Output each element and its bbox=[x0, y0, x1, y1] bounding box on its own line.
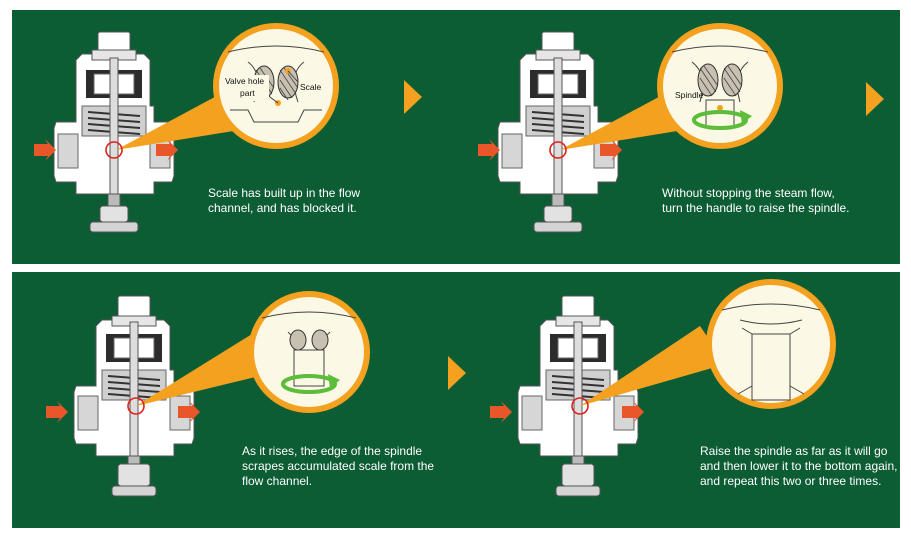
valve-illustration bbox=[517, 295, 639, 497]
magnifier-detail bbox=[248, 291, 370, 413]
zoom-target-circle bbox=[127, 397, 145, 415]
caption-line: Raise the spindle as far as it will go bbox=[700, 444, 888, 458]
label-scale: Scale bbox=[300, 82, 322, 92]
step-4-illustration bbox=[490, 279, 836, 497]
step-3-caption: As it rises, the edge of the spindle scr… bbox=[242, 444, 434, 489]
step-4: Raise the spindle as far as it will go a… bbox=[456, 272, 900, 528]
outlet-flow-arrow bbox=[622, 401, 644, 423]
rotation-arrow-icon bbox=[692, 110, 752, 130]
inlet-flow-arrow bbox=[46, 401, 68, 423]
magnifier-detail: Valve hole part Scale bbox=[213, 23, 339, 149]
step-1: Valve hole part Scale Scale has built up… bbox=[12, 10, 456, 264]
inlet-flow-arrow bbox=[490, 401, 512, 423]
outlet-flow-arrow bbox=[600, 139, 622, 161]
step-2: Spindle Without stopping the steam flow,… bbox=[456, 10, 900, 264]
caption-line: Scale has built up in the flow bbox=[208, 186, 361, 200]
step-3: As it rises, the edge of the spindle scr… bbox=[12, 272, 456, 528]
valve-illustration bbox=[53, 31, 175, 233]
step-2-caption: Without stopping the steam flow, turn th… bbox=[662, 186, 849, 216]
step-4-caption: Raise the spindle as far as it will go a… bbox=[700, 444, 897, 489]
caption-line: As it rises, the edge of the spindle bbox=[242, 444, 423, 458]
valve-illustration bbox=[497, 31, 619, 233]
zoom-pointer bbox=[580, 326, 726, 406]
caption-line: flow channel. bbox=[242, 474, 313, 488]
rotation-arrow-icon bbox=[281, 374, 340, 394]
zoom-pointer bbox=[136, 334, 276, 406]
zoom-target-circle bbox=[549, 141, 567, 159]
step-3-illustration bbox=[46, 291, 370, 497]
diagram-panel-top: Valve hole part Scale Scale has built up… bbox=[12, 10, 900, 264]
inlet-flow-arrow bbox=[478, 139, 500, 161]
step-arrow-icon bbox=[866, 82, 884, 116]
caption-line: turn the handle to raise the spindle. bbox=[662, 201, 850, 215]
magnifier-detail bbox=[706, 279, 836, 409]
magnifier-detail: Spindle bbox=[657, 23, 783, 149]
caption-line: Without stopping the steam flow, bbox=[662, 186, 835, 200]
step-arrow-icon bbox=[404, 80, 422, 114]
diagram-panel-bottom: As it rises, the edge of the spindle scr… bbox=[12, 272, 900, 528]
label-valve-hole: Valve hole bbox=[225, 76, 264, 86]
step-1-illustration: Valve hole part Scale bbox=[34, 23, 339, 233]
outlet-flow-arrow bbox=[156, 139, 178, 161]
inlet-flow-arrow bbox=[34, 139, 56, 161]
step-1-caption: Scale has built up in the flow channel, … bbox=[208, 186, 360, 216]
step-2-illustration: Spindle bbox=[478, 23, 783, 233]
zoom-target-circle bbox=[105, 141, 123, 159]
caption-line: and then lower it to the bottom again, bbox=[700, 459, 898, 473]
label-valve-hole-part: part bbox=[240, 88, 255, 98]
caption-line: and repeat this two or three times. bbox=[700, 474, 882, 488]
step-arrow-icon bbox=[448, 356, 466, 390]
label-spindle: Spindle bbox=[675, 90, 704, 100]
caption-line: scrapes accumulated scale from the bbox=[242, 459, 435, 473]
zoom-target-circle bbox=[571, 397, 589, 415]
caption-line: channel, and has blocked it. bbox=[208, 201, 357, 215]
outlet-flow-arrow bbox=[178, 401, 200, 423]
